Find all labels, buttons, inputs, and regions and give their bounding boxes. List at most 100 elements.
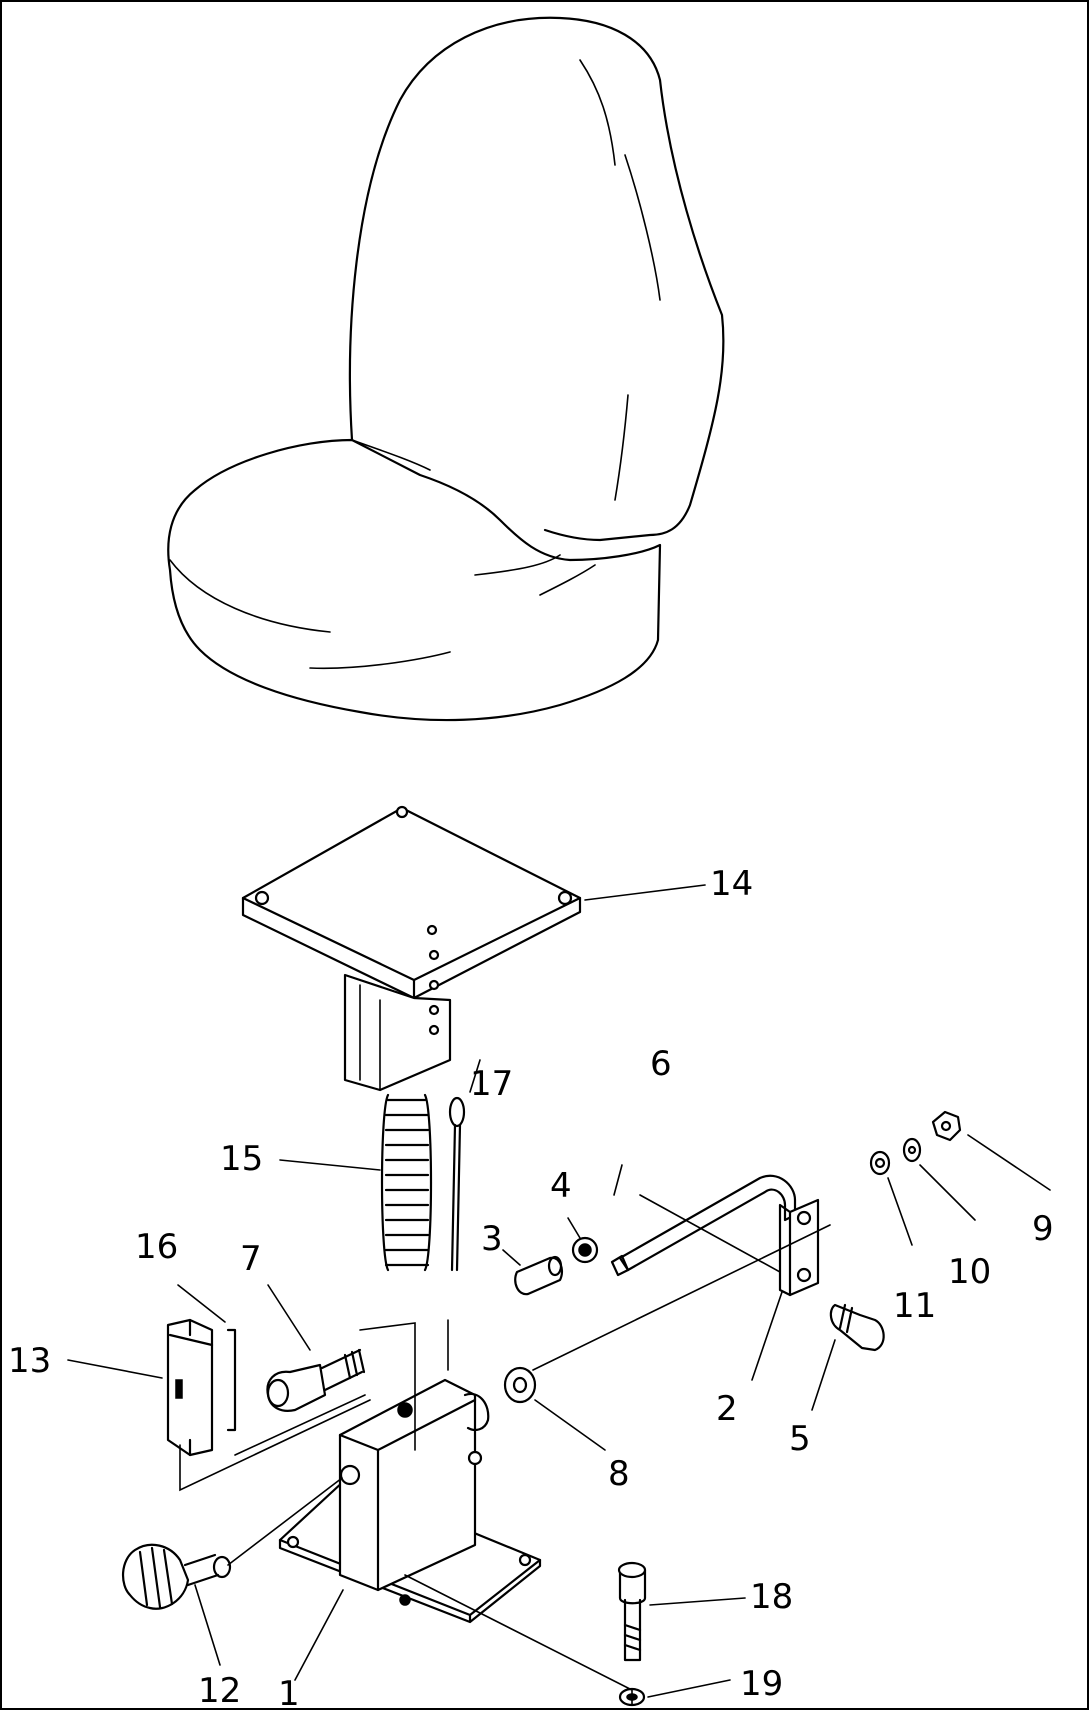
plate-13	[166, 1318, 237, 1457]
seat-backrest	[348, 16, 725, 542]
rod-eye	[448, 1096, 466, 1128]
lever-hole	[796, 1210, 812, 1226]
cushion-seam	[169, 559, 596, 670]
assembly-lines	[179, 1194, 831, 1706]
seat-cushion	[167, 438, 662, 722]
leader-15	[279, 1159, 381, 1171]
knob-washer	[212, 1555, 232, 1579]
centerline-handle7	[234, 1394, 366, 1456]
lever-plate	[788, 1198, 820, 1297]
centerline-bolt18	[404, 1574, 633, 1706]
label-2: 2	[716, 1389, 738, 1429]
cover-16	[226, 1328, 237, 1432]
label-1: 1	[278, 1674, 300, 1711]
label-7: 7	[240, 1239, 262, 1279]
leader-5	[811, 1339, 836, 1411]
plate-13-slot	[175, 1379, 183, 1399]
rod	[448, 1096, 466, 1272]
mount-post	[343, 973, 452, 1092]
label-3: 3	[481, 1219, 503, 1259]
base-hole	[399, 1594, 411, 1606]
part-8-hole	[512, 1376, 528, 1394]
lever-tip	[610, 1254, 630, 1277]
part-5-thread	[838, 1303, 854, 1334]
centerline-knob	[227, 1477, 343, 1566]
label-16: 16	[135, 1227, 178, 1267]
leader-17	[469, 1059, 481, 1093]
part-18-head	[617, 1561, 647, 1579]
lever-hole	[796, 1267, 812, 1283]
label-8: 8	[608, 1454, 630, 1494]
base-hole	[518, 1553, 532, 1567]
mount-post-edge	[359, 984, 381, 1091]
knob-shaft	[183, 1553, 220, 1587]
part-18-thread	[623, 1623, 642, 1652]
knob-ridges	[138, 1546, 174, 1609]
plate-13-edge	[168, 1318, 214, 1457]
plate-hole	[395, 805, 409, 819]
centerline-cover	[359, 1322, 416, 1451]
leader-6	[613, 1164, 623, 1196]
knob-12	[122, 1543, 232, 1610]
leader-3	[502, 1249, 521, 1266]
base-upright-front	[338, 1398, 477, 1592]
part-10-hole	[907, 1145, 917, 1155]
label-19: 19	[740, 1664, 783, 1704]
leader-11	[887, 1177, 913, 1246]
label-10: 10	[948, 1252, 991, 1292]
centerline-part6	[639, 1194, 781, 1273]
mount-plate-edge	[241, 896, 582, 1000]
spring	[380, 1093, 433, 1272]
plate-hole	[426, 924, 438, 936]
plate-hole	[254, 890, 270, 906]
leader-1	[294, 1589, 344, 1681]
lever-6	[610, 1174, 820, 1297]
cushion-side	[351, 439, 561, 576]
part-18-bolt	[618, 1568, 647, 1605]
leader-4	[567, 1217, 581, 1239]
label-5: 5	[789, 1419, 811, 1459]
label-4: 4	[550, 1166, 572, 1206]
leader-13	[67, 1359, 163, 1379]
label-12: 12	[198, 1671, 241, 1711]
part-3-bushing	[514, 1256, 564, 1296]
handle-thread	[343, 1348, 366, 1380]
part-9-nut	[931, 1110, 962, 1142]
leader-10	[919, 1164, 976, 1221]
part-9-hole	[940, 1120, 952, 1132]
leader-14	[584, 884, 706, 901]
leader-18	[649, 1597, 746, 1606]
label-6: 6	[650, 1044, 672, 1084]
part-4-nut-hole	[578, 1243, 592, 1257]
handle-7	[266, 1348, 366, 1412]
spring-coil	[384, 1098, 430, 1267]
part-10-washer	[902, 1137, 922, 1163]
part-5-bolt	[829, 1303, 885, 1352]
handle-end	[266, 1378, 290, 1408]
label-17: 17	[470, 1064, 513, 1104]
label-11: 11	[893, 1286, 936, 1326]
lever-plate-edge	[778, 1203, 792, 1297]
leader-19	[647, 1679, 731, 1698]
centerline-plate13	[179, 1399, 371, 1492]
seat-assembly	[167, 16, 725, 722]
leader-16	[177, 1284, 226, 1323]
part-8-washer	[503, 1366, 537, 1404]
leader-8	[534, 1399, 606, 1451]
leader-9	[967, 1134, 1051, 1191]
rod-shaft	[450, 1123, 462, 1272]
base-upright	[338, 1378, 477, 1592]
seat-mount-plate	[241, 805, 582, 1092]
label-18: 18	[750, 1577, 793, 1617]
part-labels: 14 15 17 6 4 3 16 7 13 9 10 11 2 5 8 18 …	[8, 864, 1054, 1714]
plate-hole	[428, 979, 440, 991]
backrest-seam	[579, 59, 661, 501]
label-9: 9	[1032, 1209, 1054, 1249]
mount-plate-top	[241, 806, 582, 982]
bracket-hole	[467, 1450, 483, 1466]
label-15: 15	[220, 1139, 263, 1179]
plate-hole	[428, 949, 440, 961]
label-14: 14	[710, 864, 753, 904]
